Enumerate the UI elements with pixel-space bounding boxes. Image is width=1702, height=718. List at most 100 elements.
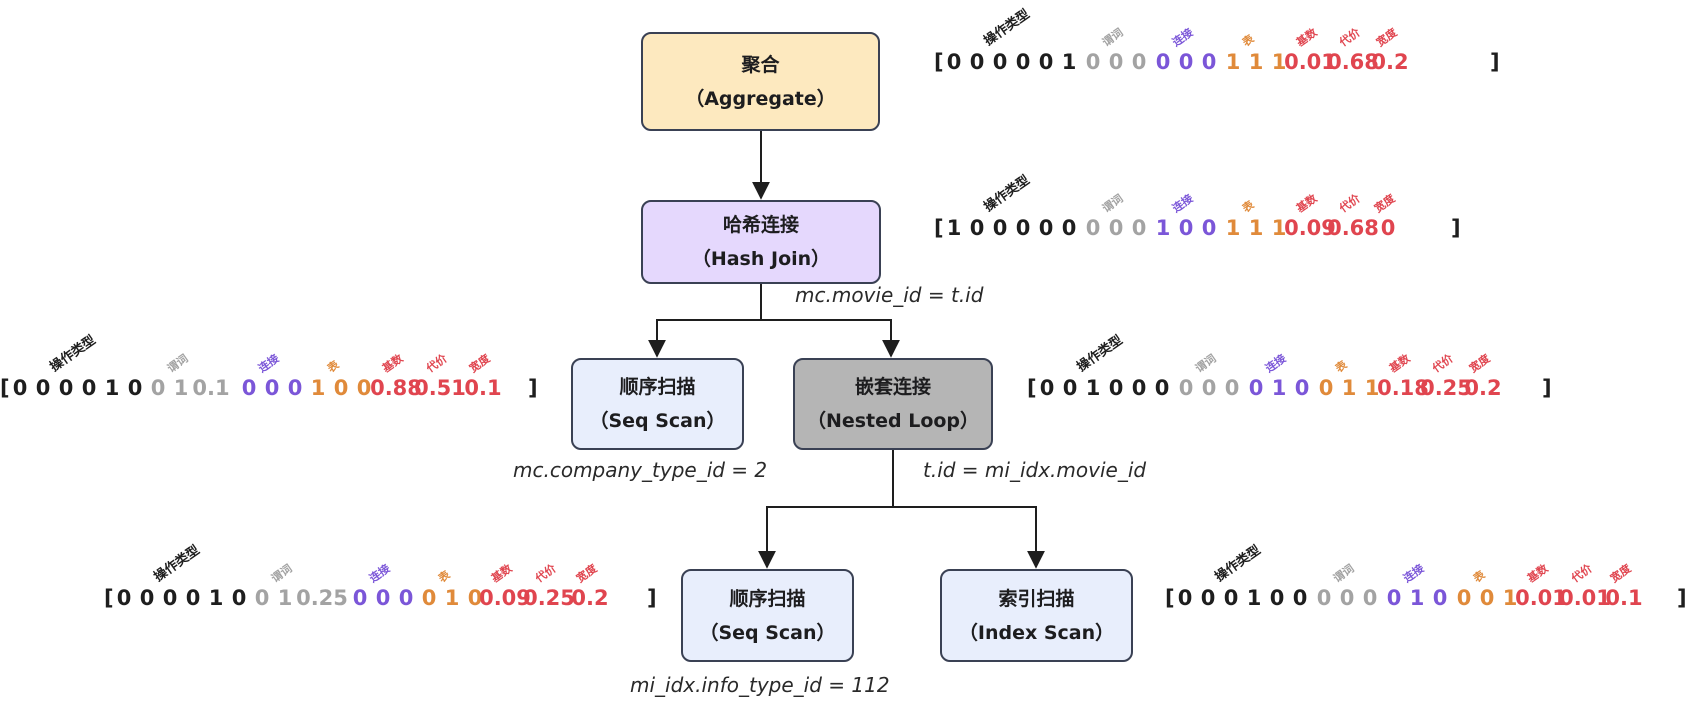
vector-open-bracket: [: [934, 216, 944, 240]
vector-value: 0.01: [1559, 586, 1611, 610]
vector-open-bracket: [: [104, 586, 114, 610]
node-title-zh: 顺序扫描: [619, 376, 696, 398]
hash-join-node: 哈希连接 （Hash Join）: [641, 200, 881, 284]
node-title-en: （Nested Loop）: [806, 410, 980, 432]
node-title-en: （Aggregate）: [685, 87, 836, 110]
vector-value: 1: [208, 586, 224, 610]
vector-value: 0: [333, 376, 349, 400]
vector-value: 0: [1085, 216, 1101, 240]
vector-value: 0: [1108, 216, 1124, 240]
vector-value: 0: [287, 376, 303, 400]
vector-value: 1: [1246, 586, 1262, 610]
vector-value: 0.01: [1515, 586, 1567, 610]
node-title-zh: 聚合: [741, 53, 780, 76]
vector-value: 0: [1154, 376, 1170, 400]
vector-value: 1: [1248, 50, 1264, 74]
vector-value: 1: [1225, 50, 1241, 74]
vector-value: 1: [1155, 216, 1171, 240]
vector-value: 0: [421, 586, 437, 610]
vector-value: 0: [150, 376, 166, 400]
vector-value: 0.1: [1605, 586, 1643, 610]
vector-value: 0.09: [479, 586, 531, 610]
seq-scan-2-condition: mi_idx.info_type_id = 112: [630, 673, 890, 697]
node-title-en: （Seq Scan）: [589, 410, 726, 432]
vector-value: 0: [1339, 586, 1355, 610]
vector-value: 0: [352, 586, 368, 610]
vector-value: 0: [1201, 376, 1217, 400]
aggregate-node: 聚合 （Aggregate）: [641, 32, 880, 131]
vector-value: 0: [1038, 50, 1054, 74]
vector-value: 0: [992, 50, 1008, 74]
vector-value: 0: [162, 586, 178, 610]
vector-value: 0.1: [464, 376, 502, 400]
vector-value: 0: [1456, 586, 1472, 610]
vector-value: 0: [1131, 50, 1147, 74]
vector-value: 0: [992, 216, 1008, 240]
vector-value: 0: [1131, 376, 1147, 400]
seq-scan-node-2: 顺序扫描 （Seq Scan）: [681, 569, 854, 662]
vector-value: 0: [1316, 586, 1332, 610]
vector-value: 0: [1432, 586, 1448, 610]
vector-value: 1: [1409, 586, 1425, 610]
vector-value: 1: [1502, 586, 1518, 610]
vector-close-bracket: ]: [1677, 586, 1687, 610]
vector-value: 0: [254, 586, 270, 610]
node-title-zh: 顺序扫描: [729, 587, 806, 610]
vector-value: 0.51: [414, 376, 466, 400]
vector-value: 0.25: [523, 586, 575, 610]
vector-value: 0: [1155, 50, 1171, 74]
vector-value: 1: [1248, 216, 1264, 240]
node-title-en: （Hash Join）: [691, 248, 831, 270]
vector-value: 0: [81, 376, 97, 400]
seq-scan-node-1: 顺序扫描 （Seq Scan）: [571, 358, 744, 450]
vector-value: 0: [1085, 50, 1101, 74]
vector-value: 0: [1015, 50, 1031, 74]
vector-value: 0: [946, 50, 962, 74]
vector-value: 0: [1131, 216, 1147, 240]
vector-value: 0: [969, 50, 985, 74]
vector-value: 1: [1271, 376, 1287, 400]
vector-value: 0: [1318, 376, 1334, 400]
nested-loop-node: 嵌套连接 （Nested Loop）: [793, 358, 993, 450]
vector-value: 0.09: [1284, 216, 1336, 240]
vector-value: 0: [1248, 376, 1264, 400]
vector-value: 0: [1015, 216, 1031, 240]
vector-close-bracket: ]: [647, 586, 657, 610]
vector-value: 0.88: [370, 376, 422, 400]
vector-value: 0.68: [1327, 216, 1379, 240]
vector-value: 0.2: [1371, 50, 1409, 74]
vector-value: 1: [104, 376, 120, 400]
vector-open-bracket: [: [1027, 376, 1037, 400]
vector-value: 1: [1364, 376, 1380, 400]
vector-value: 0: [1294, 376, 1310, 400]
vector-value: 1: [1271, 50, 1287, 74]
vector-value: 1: [946, 216, 962, 240]
vector-value: 0: [1380, 216, 1396, 240]
vector-value: 0: [1362, 586, 1378, 610]
vector-value: 0: [1061, 216, 1077, 240]
vector-value: 0: [1108, 376, 1124, 400]
node-title-en: （Index Scan）: [958, 621, 1115, 644]
vector-value: 0: [127, 376, 143, 400]
vector-value: 1: [277, 586, 293, 610]
vector-value: 1: [173, 376, 189, 400]
vector-value: 0: [139, 586, 155, 610]
vector-value: 0: [241, 376, 257, 400]
vector-value: 0: [1292, 586, 1308, 610]
vector-close-bracket: ]: [1542, 376, 1552, 400]
vector-value: 0: [116, 586, 132, 610]
vector-value: 0: [1479, 586, 1495, 610]
vector-value: 0: [1200, 586, 1216, 610]
vector-value: 0: [1108, 50, 1124, 74]
vector-value: 0: [1178, 50, 1194, 74]
vector-value: 0: [969, 216, 985, 240]
vector-value: 0.1: [192, 376, 230, 400]
vector-value: 1: [1225, 216, 1241, 240]
vector-value: 0: [1178, 376, 1194, 400]
vector-value: 0: [1386, 586, 1402, 610]
vector-value: 0: [1062, 376, 1078, 400]
vector-value: 0.01: [1284, 50, 1336, 74]
vector-value: 0: [1177, 586, 1193, 610]
hash-join-condition: mc.movie_id = t.id: [795, 283, 984, 307]
